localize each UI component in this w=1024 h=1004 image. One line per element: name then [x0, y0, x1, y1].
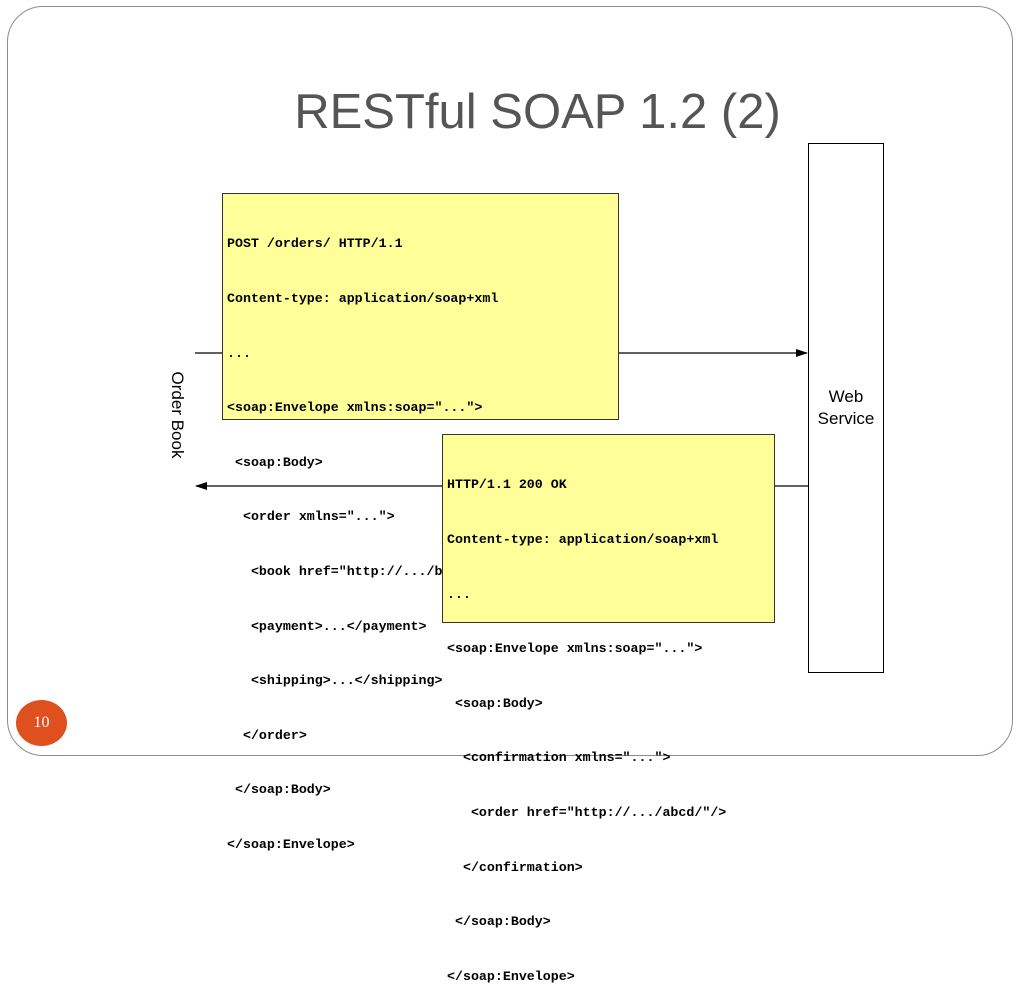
response-code-line: Content-type: application/soap+xml [447, 532, 719, 547]
slide-frame [7, 6, 1013, 756]
request-code-line: ... [227, 345, 251, 361]
response-code-line: <soap:Body> [447, 695, 543, 711]
response-code-line: HTTP/1.1 200 OK [447, 477, 567, 493]
response-message-box: HTTP/1.1 200 OK Content-type: applicatio… [442, 434, 775, 984]
arrows-layer [195, 349, 808, 490]
request-code-line: <order xmlns="..."> [227, 509, 395, 525]
response-code-line: </soap:Envelope> [447, 968, 575, 984]
response-code-line: </soap:Body> [447, 914, 551, 930]
slide-title: RESTful SOAP 1.2 (2) [294, 85, 781, 139]
request-code-line: <soap:Envelope xmlns:soap="..."> [227, 400, 483, 416]
response-code-line: </confirmation> [447, 859, 583, 875]
web-service-label-line: Service [817, 409, 875, 428]
request-code-line: POST /orders/ HTTP/1.1 [227, 236, 403, 252]
request-code-line: </soap:Envelope> [227, 836, 355, 852]
response-code-line: <order href="http://.../abcd/"/> [447, 804, 727, 820]
request-code-line: <soap:Body> [227, 454, 323, 470]
response-code-line: ... [447, 586, 471, 602]
request-message-box: POST /orders/ HTTP/1.1 Content-type: app… [222, 193, 619, 852]
response-code-line: <confirmation xmlns="..."> [447, 750, 671, 766]
request-code-line: <payment>...</payment> [227, 618, 427, 634]
web-service-label-line: Web [828, 387, 864, 406]
web-service-box [808, 143, 884, 673]
request-code-line: </soap:Body> [227, 782, 331, 798]
page-number-badge: 10 [16, 700, 67, 746]
response-code-line: <soap:Envelope xmlns:soap="..."> [447, 641, 703, 657]
request-code-line: Content-type: application/soap+xml [227, 291, 499, 306]
web-service-label: Web Service [808, 386, 884, 430]
request-code-line: </order> [227, 727, 307, 743]
order-book-label: Order Book [168, 371, 187, 459]
request-code-line: <shipping>...</shipping> [227, 673, 443, 689]
